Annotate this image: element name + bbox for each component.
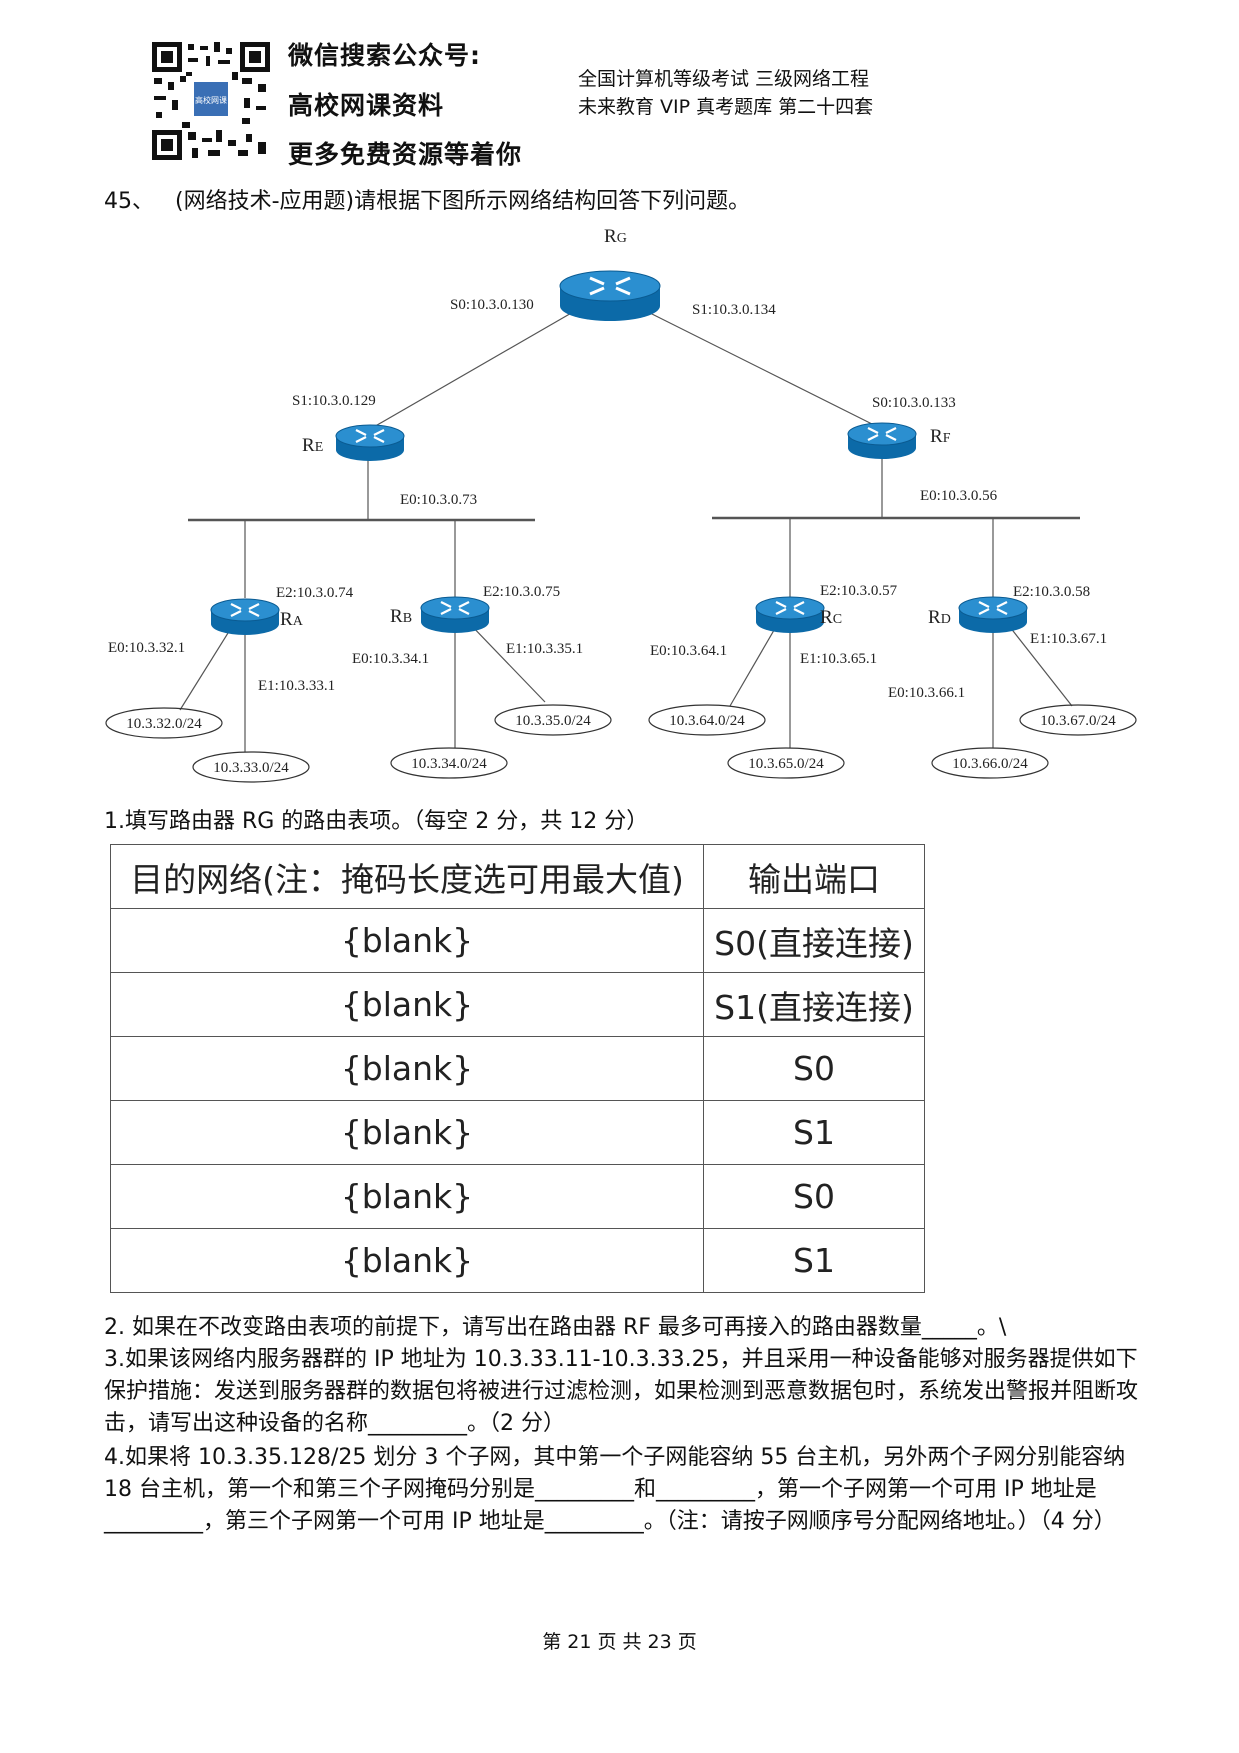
header-port: 输出端口 bbox=[703, 844, 925, 909]
blank-cell[interactable]: {blank} bbox=[110, 1228, 704, 1293]
rb-e2-label: E2:10.3.0.75 bbox=[483, 584, 560, 600]
table-row: {blank} S1 bbox=[110, 1100, 925, 1165]
router-rf bbox=[846, 421, 918, 461]
rc-e0-label: E0:10.3.64.1 bbox=[650, 643, 727, 659]
network-label: 10.3.32.0/24 bbox=[126, 716, 202, 732]
ra-e1-label: E1:10.3.33.1 bbox=[258, 678, 335, 694]
blank-cell[interactable]: {blank} bbox=[110, 1036, 704, 1101]
table-row: {blank} S0(直接连接) bbox=[110, 908, 925, 973]
port-cell: S0(直接连接) bbox=[703, 908, 925, 973]
wechat-line-3: 更多免费资源等着你 bbox=[288, 140, 523, 169]
table-row: {blank} S1 bbox=[110, 1228, 925, 1293]
re-e0-label: E0:10.3.0.73 bbox=[400, 492, 477, 508]
table-row: {blank} S0 bbox=[110, 1036, 925, 1101]
header-destination: 目的网络(注：掩码长度选可用最大值) bbox=[110, 844, 704, 909]
router-rb bbox=[419, 595, 491, 635]
router-rg bbox=[558, 269, 662, 323]
network-label: 10.3.67.0/24 bbox=[1040, 713, 1116, 729]
page-number: 第 21 页 共 23 页 bbox=[542, 1631, 697, 1653]
routing-table: 目的网络(注：掩码长度选可用最大值) 输出端口 {blank} S0(直接连接)… bbox=[110, 844, 925, 1293]
router-rc bbox=[754, 595, 826, 635]
rb-e0-label: E0:10.3.34.1 bbox=[352, 651, 429, 667]
wechat-line-2: 高校网课资料 bbox=[288, 91, 445, 120]
router-re bbox=[334, 423, 406, 463]
label-rc: RC bbox=[820, 607, 842, 628]
network-label: 10.3.65.0/24 bbox=[748, 756, 824, 772]
rb-e1-label: E1:10.3.35.1 bbox=[506, 641, 583, 657]
table-row: {blank} S0 bbox=[110, 1164, 925, 1229]
exam-subtitle: 未来教育 VIP 真考题库 第二十四套 bbox=[578, 96, 874, 118]
blank-cell[interactable]: {blank} bbox=[110, 908, 704, 973]
question-title: (网络技术-应用题)请根据下图所示网络结构回答下列问题。 bbox=[175, 189, 751, 214]
port-cell: S1(直接连接) bbox=[703, 972, 925, 1037]
part4-text: 4.如果将 10.3.35.128/25 划分 3 个子网，其中第一个子网能容纳… bbox=[104, 1445, 1126, 1534]
part1-prompt: 1.填写路由器 RG 的路由表项。（每空 2 分，共 12 分） bbox=[104, 809, 649, 834]
question-number: 45、 bbox=[104, 189, 154, 214]
label-rb: RB bbox=[390, 606, 412, 627]
blank-cell[interactable]: {blank} bbox=[110, 1164, 704, 1229]
port-cell: S1 bbox=[703, 1228, 925, 1293]
rd-e0-label: E0:10.3.66.1 bbox=[888, 685, 965, 701]
router-ra bbox=[209, 597, 281, 637]
re-s1-label: S1:10.3.0.129 bbox=[292, 393, 376, 409]
rf-s0-label: S0:10.3.0.133 bbox=[872, 395, 956, 411]
label-rd: RD bbox=[928, 607, 951, 628]
router-rd bbox=[957, 595, 1029, 635]
port-cell: S0 bbox=[703, 1164, 925, 1229]
blank-cell[interactable]: {blank} bbox=[110, 1100, 704, 1165]
rd-e2-label: E2:10.3.0.58 bbox=[1013, 584, 1090, 600]
wechat-line-1: 微信搜索公众号: bbox=[288, 41, 481, 70]
part2-text: 2. 如果在不改变路由表项的前提下，请写出在路由器 RF 最多可再接入的路由器数… bbox=[104, 1315, 1007, 1340]
part3-text: 3.如果该网络内服务器群的 IP 地址为 10.3.33.11-10.3.33.… bbox=[104, 1347, 1139, 1436]
port-cell: S0 bbox=[703, 1036, 925, 1101]
rf-e0-label: E0:10.3.0.56 bbox=[920, 488, 998, 504]
rd-e1-label: E1:10.3.67.1 bbox=[1030, 631, 1107, 647]
question-heading: 45、 (网络技术-应用题)请根据下图所示网络结构回答下列问题。 bbox=[104, 183, 750, 215]
label-rf: RF bbox=[930, 426, 951, 447]
label-re: RE bbox=[302, 435, 323, 456]
ra-e0-label: E0:10.3.32.1 bbox=[108, 640, 185, 656]
network-diagram: RG RE RF RA RB RC RD S0:10.3.0.130 S1:10… bbox=[100, 220, 1140, 795]
table-header-row: 目的网络(注：掩码长度选可用最大值) 输出端口 bbox=[110, 844, 925, 909]
rg-s1-label: S1:10.3.0.134 bbox=[692, 302, 776, 318]
network-label: 10.3.35.0/24 bbox=[515, 713, 591, 729]
label-rg: RG bbox=[604, 226, 627, 247]
network-label: 10.3.34.0/24 bbox=[411, 756, 487, 772]
table-row: {blank} S1(直接连接) bbox=[110, 972, 925, 1037]
network-label: 10.3.33.0/24 bbox=[213, 760, 289, 776]
network-label: 10.3.66.0/24 bbox=[952, 756, 1028, 772]
label-ra: RA bbox=[280, 609, 304, 630]
blank-cell[interactable]: {blank} bbox=[110, 972, 704, 1037]
exam-title: 全国计算机等级考试 三级网络工程 bbox=[578, 68, 870, 90]
rg-s0-label: S0:10.3.0.130 bbox=[450, 297, 534, 313]
rc-e1-label: E1:10.3.65.1 bbox=[800, 651, 877, 667]
rc-e2-label: E2:10.3.0.57 bbox=[820, 583, 898, 599]
port-cell: S1 bbox=[703, 1100, 925, 1165]
qr-center-text: 高校网课 bbox=[195, 95, 227, 105]
ra-e2-label: E2:10.3.0.74 bbox=[276, 585, 354, 601]
qr-code: 高校网课 bbox=[152, 42, 270, 160]
network-label: 10.3.64.0/24 bbox=[669, 713, 745, 729]
